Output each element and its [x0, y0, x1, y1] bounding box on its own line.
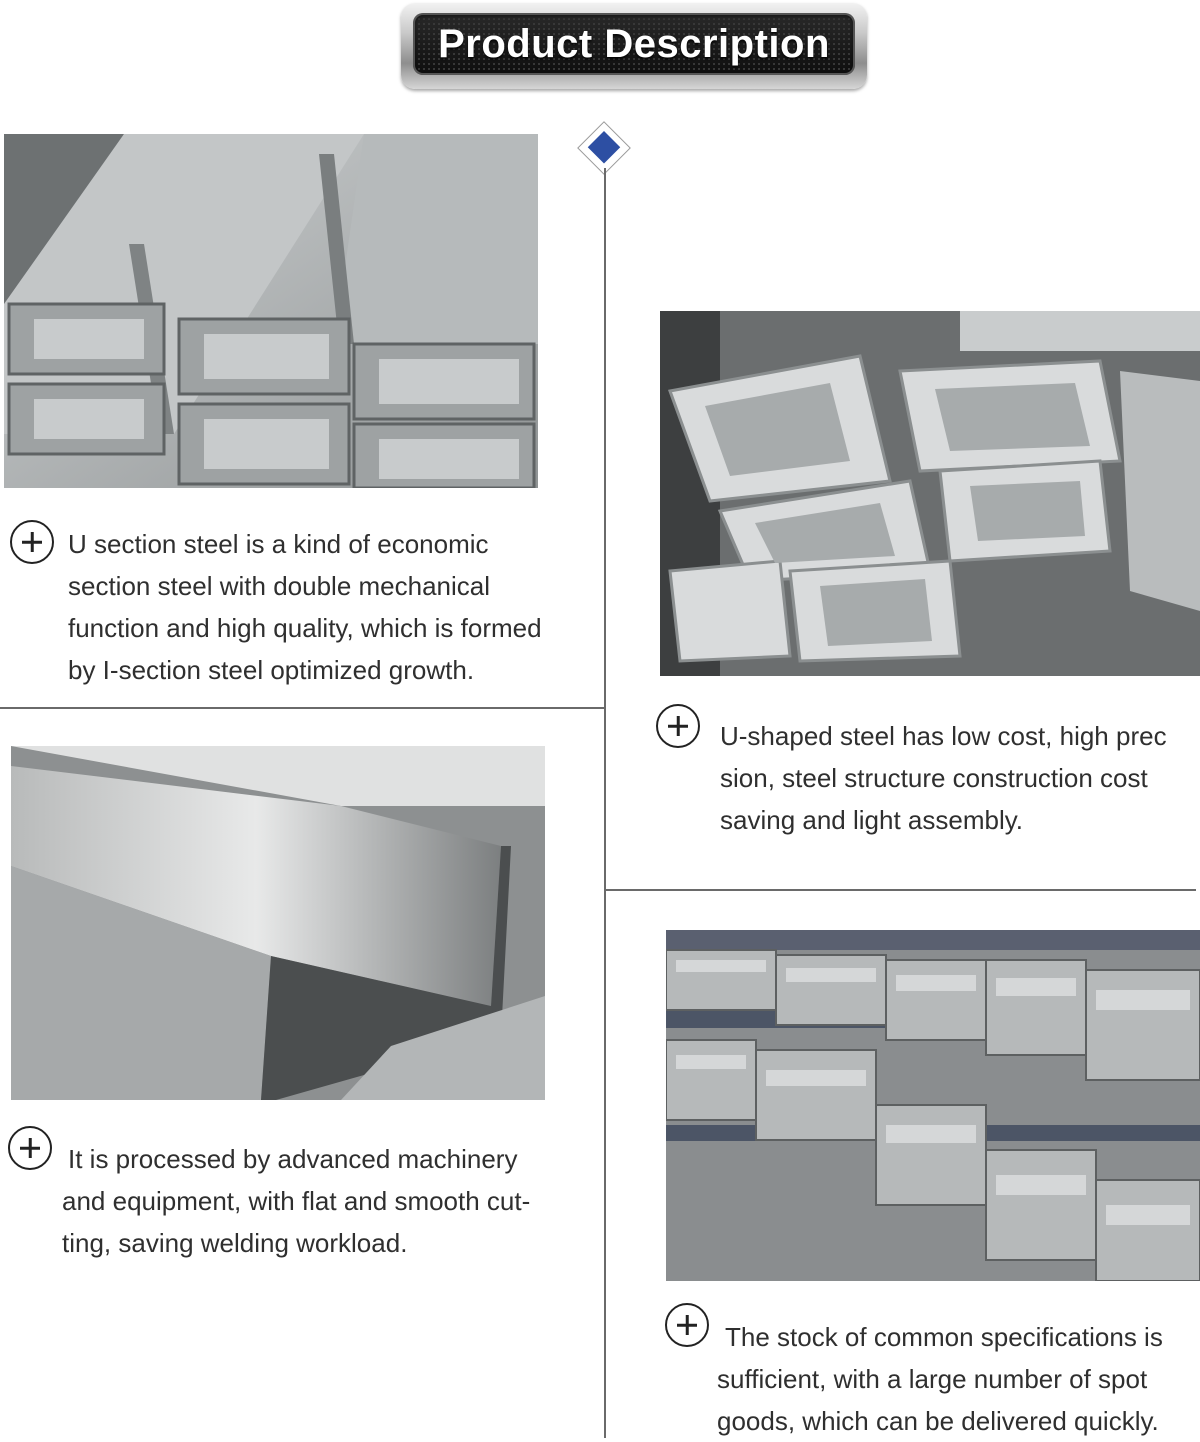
caption-line: saving and light assembly.	[720, 805, 1024, 835]
caption-section-2: U-shaped steel has low cost, high prec s…	[720, 715, 1167, 841]
diamond-icon-fill	[587, 131, 621, 164]
caption-line: sion, steel structure construction cost	[720, 763, 1148, 793]
left-divider	[0, 707, 604, 709]
photo-u-channel-stack-art	[4, 134, 538, 488]
caption-section-1: U section steel is a kind of economic se…	[68, 523, 542, 691]
caption-line: function and high quality, which is form…	[68, 613, 542, 643]
right-divider	[606, 889, 1196, 891]
photo-warehouse-stock	[666, 930, 1200, 1281]
caption-section-4: The stock of common specifications is su…	[717, 1316, 1163, 1442]
caption-line: sufficient, with a large number of spot	[717, 1364, 1148, 1394]
caption-line: by I-section steel optimized growth.	[68, 655, 475, 685]
plus-circle-icon	[656, 704, 700, 748]
photo-channel-ends	[660, 311, 1200, 676]
caption-line: U-shaped steel has low cost, high prec	[720, 721, 1167, 751]
photo-single-channel	[11, 746, 545, 1100]
header-badge: Product Description	[401, 3, 867, 89]
center-divider	[604, 168, 606, 1438]
caption-line: and equipment, with flat and smooth cut-	[62, 1186, 531, 1216]
photo-single-channel-art	[11, 746, 545, 1100]
photo-channel-ends-art	[660, 311, 1200, 676]
photo-warehouse-stock-art	[666, 930, 1200, 1281]
caption-line: The stock of common specifications is	[725, 1322, 1163, 1352]
caption-section-3: It is processed by advanced machinery an…	[62, 1138, 530, 1264]
diamond-icon	[577, 121, 631, 175]
caption-line: U section steel is a kind of economic	[68, 529, 489, 559]
photo-u-channel-stack	[4, 134, 538, 488]
caption-line: It is processed by advanced machinery	[68, 1144, 518, 1174]
caption-line: goods, which can be delivered quickly.	[717, 1406, 1159, 1436]
header-inner: Product Description	[413, 13, 855, 75]
caption-line: section steel with double mechanical	[68, 571, 491, 601]
caption-line: ting, saving welding workload.	[62, 1228, 408, 1258]
plus-circle-icon	[8, 1126, 52, 1170]
plus-circle-icon	[10, 520, 54, 564]
page-title: Product Description	[438, 21, 830, 66]
plus-circle-icon	[665, 1303, 709, 1347]
